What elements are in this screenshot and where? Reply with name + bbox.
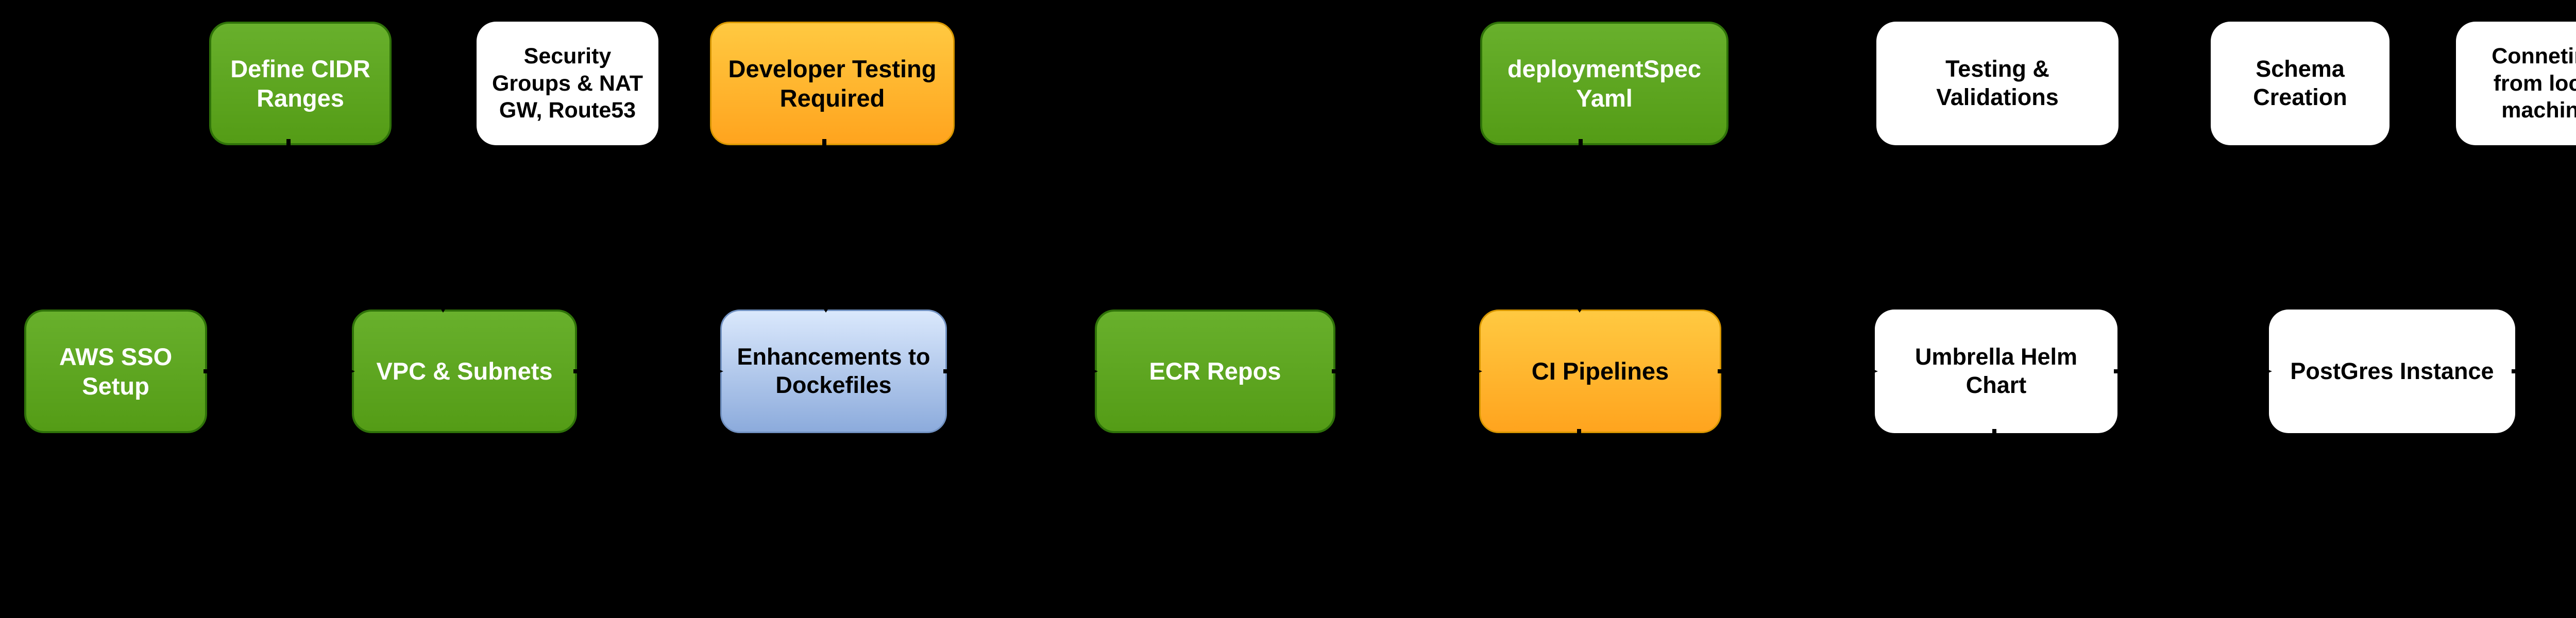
node-security-groups-nat-gw-route53: Security Groups & NAT GW, Route53 bbox=[477, 22, 658, 145]
node-label: Umbrella Helm Chart bbox=[1914, 344, 2078, 398]
node-vpc-subnets: VPC & Subnets bbox=[352, 310, 577, 433]
edge-stub bbox=[1718, 369, 1723, 373]
node-umbrella-helm-chart: Umbrella Helm Chart bbox=[1875, 310, 2117, 433]
node-define-cidr-ranges: Define CIDR Ranges bbox=[209, 22, 392, 145]
edge-arrowhead-icon bbox=[438, 305, 448, 313]
edge-stub bbox=[943, 369, 948, 373]
node-label: Security Groups & NAT GW, Route53 bbox=[492, 44, 643, 123]
node-label: Testing & Validations bbox=[1936, 56, 2059, 110]
edge-stub bbox=[2114, 369, 2119, 373]
node-deploymentspec-yaml: deploymentSpec Yaml bbox=[1480, 22, 1728, 145]
edge-stub bbox=[573, 369, 579, 373]
edge-stub bbox=[1332, 369, 1337, 373]
node-label: Enhancements to Dockefiles bbox=[737, 344, 930, 398]
edge-stub bbox=[2512, 369, 2517, 373]
edge-arrowhead-icon bbox=[1575, 305, 1584, 313]
edge-stub bbox=[1577, 429, 1581, 435]
node-ci-pipelines: CI Pipelines bbox=[1479, 310, 1721, 433]
node-postgres-instance: PostGres Instance bbox=[2269, 310, 2515, 433]
edge-arrowhead-icon bbox=[1471, 367, 1482, 376]
edge-stub bbox=[286, 139, 291, 145]
node-schema-creation: Schema Creation bbox=[2211, 22, 2389, 145]
node-label: Schema Creation bbox=[2253, 56, 2347, 110]
edge-define-cidr-ranges-to-vpc-subnets bbox=[299, 144, 465, 311]
edge-developer-testing-required-to-enhancements-to-dockefiles bbox=[831, 145, 835, 310]
node-testing-validations: Testing & Validations bbox=[1876, 22, 2119, 145]
edge-stub bbox=[204, 369, 209, 373]
edge-arrowhead-icon bbox=[2261, 367, 2272, 376]
edge-stub bbox=[1579, 139, 1583, 145]
node-ecr-repos: ECR Repos bbox=[1095, 310, 1335, 433]
edge-stub bbox=[822, 139, 826, 145]
edge-arrowhead-icon bbox=[821, 305, 831, 313]
node-label: Conneting from local machine bbox=[2492, 44, 2576, 123]
node-label: ECR Repos bbox=[1149, 357, 1281, 385]
node-label: deploymentSpec Yaml bbox=[1507, 55, 1702, 112]
node-label: Developer Testing Required bbox=[728, 55, 937, 112]
node-label: CI Pipelines bbox=[1531, 357, 1669, 385]
node-enhancements-to-dockefiles: Enhancements to Dockefiles bbox=[720, 310, 947, 433]
edge-arrowhead-icon bbox=[1087, 367, 1098, 376]
node-aws-sso-setup: AWS SSO Setup bbox=[24, 310, 207, 433]
edge-arrowhead-icon bbox=[344, 367, 355, 376]
node-label: PostGres Instance bbox=[2290, 357, 2494, 384]
node-conneting-from-local-machine: Conneting from local machine bbox=[2456, 22, 2576, 145]
edge-stub bbox=[1992, 429, 1996, 435]
edge-deploymentspec-yaml-to-ci-pipelines bbox=[1599, 145, 1605, 310]
node-label: VPC & Subnets bbox=[376, 357, 553, 385]
edge-arrowhead-icon bbox=[712, 367, 723, 376]
node-label: AWS SSO Setup bbox=[59, 342, 173, 400]
node-developer-testing-required: Developer Testing Required bbox=[710, 22, 955, 145]
node-label: Define CIDR Ranges bbox=[230, 55, 370, 112]
edge-arrowhead-icon bbox=[1867, 367, 1878, 376]
